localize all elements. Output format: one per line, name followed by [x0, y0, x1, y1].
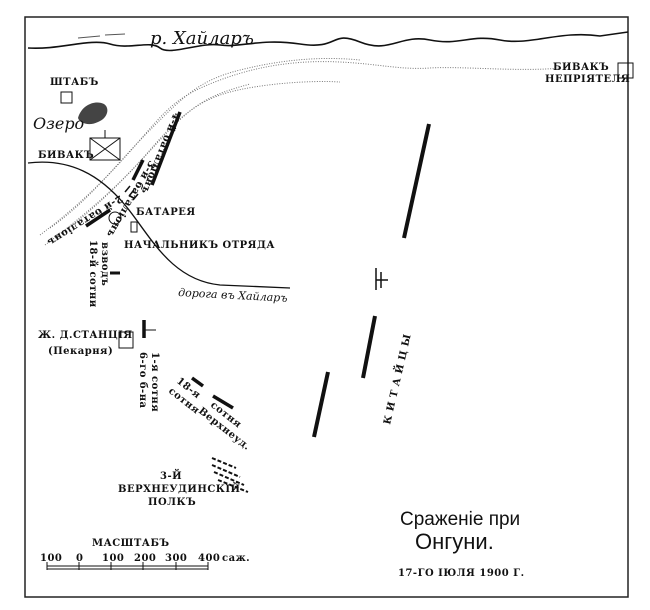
battery-symbol [124, 185, 139, 201]
road-line [27, 161, 291, 289]
scale-tick: 0 [76, 553, 83, 564]
station-square [118, 331, 134, 349]
chinese-line-1 [402, 123, 431, 239]
chinese-line-3 [312, 371, 330, 438]
battalion-2-line [85, 208, 111, 228]
enemy-bivouac-sublabel: НЕПРІЯТЕЛЯ [545, 74, 630, 85]
sotnia-1-label: 1-я сотня [149, 352, 160, 412]
battalion-4-line [150, 111, 182, 186]
map-date: 17-ГО ІЮЛЯ 1900 Г. [398, 568, 525, 579]
river-hailar [27, 31, 629, 52]
scale-tick: 300 [165, 553, 187, 564]
scale-bar [46, 562, 209, 570]
lake-label: Озеро [33, 114, 84, 133]
scale-tick: 400 [198, 553, 220, 564]
station-label: Ж. Д.СТАНЦІЯ [38, 330, 133, 341]
sotnia-1-sublabel: 6-го б-на [137, 352, 148, 409]
scale-title: МАСШТАБЪ [92, 538, 170, 549]
sotnia-18-line [190, 376, 205, 388]
map-frame [24, 16, 629, 598]
scale-unit: саж. [222, 553, 250, 564]
station-sublabel: (Пекарня) [48, 346, 113, 357]
platoon-label-2: 18-й сотни [87, 240, 98, 308]
river-flow-arrow [77, 33, 126, 39]
hills-ridge [39, 57, 561, 246]
map-title-line1: Сраженіе при [400, 509, 520, 530]
commander-label: НАЧАЛЬНИКЪ ОТРЯДА [124, 240, 275, 251]
chinese-line-2 [361, 315, 377, 379]
commander-symbol [108, 211, 122, 225]
river-label: р. Хайларъ [150, 28, 254, 49]
platoon-label-1: взводъ [99, 242, 110, 286]
regiment-label-3: ПОЛКЪ [148, 497, 196, 508]
chinese-battery [375, 268, 388, 290]
map-title-line2: Онгуни. [415, 529, 494, 554]
regiment-formation [211, 457, 249, 493]
road-label: дорога въ Хайларъ [178, 286, 288, 305]
enemy-bivouac-square [617, 62, 634, 79]
commander-flag [130, 221, 138, 233]
lake-shape [78, 102, 108, 125]
battery-label: БАТАРЕЯ [136, 207, 196, 218]
hq-label: ШТАБЪ [50, 77, 99, 88]
scale-tick: 100 [102, 553, 124, 564]
regiment-label-2: ВЕРХНЕУДИНСКІЙ [118, 482, 241, 495]
chinese-label: К И Т А Й Ц Ы [380, 332, 414, 425]
scale-tick: 100 [40, 553, 62, 564]
battalion-3-line [131, 159, 145, 181]
regiment-label-1: 3-Й [160, 469, 182, 482]
bivouac-symbol [89, 130, 121, 161]
scale-tick: 200 [134, 553, 156, 564]
sotnia-v-line [212, 394, 234, 410]
enemy-bivouac-label: БИВАКЪ [553, 62, 609, 73]
bivouac-label: БИВАКЪ [38, 150, 94, 161]
hq-square [60, 91, 73, 104]
